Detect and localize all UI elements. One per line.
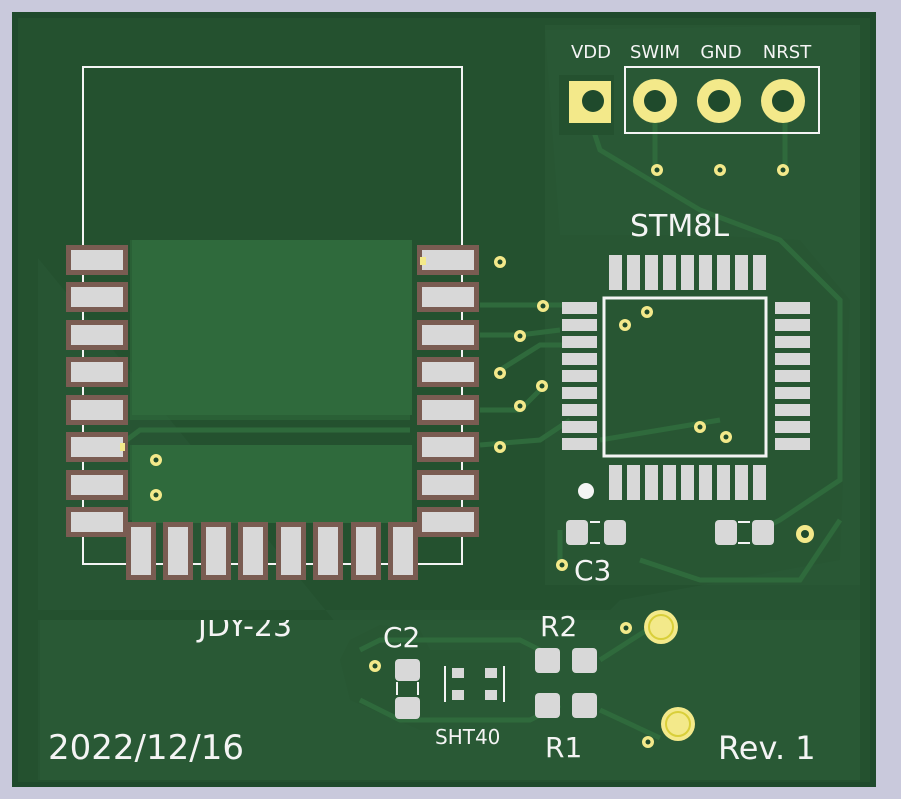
r2-label: R2 bbox=[540, 610, 577, 643]
r1-label: R1 bbox=[545, 731, 582, 764]
label-vdd: VDD bbox=[571, 42, 611, 63]
sht40-footprint bbox=[444, 666, 505, 702]
mcu-footprint bbox=[562, 255, 810, 500]
ble-module-label: JDY-23 bbox=[196, 609, 292, 644]
r2-footprint bbox=[535, 648, 597, 673]
cap-footprint bbox=[715, 520, 774, 545]
mcu-label: STM8L bbox=[630, 209, 729, 244]
swim-header bbox=[559, 66, 820, 135]
c3-footprint bbox=[566, 520, 626, 545]
c3-label: C3 bbox=[574, 554, 611, 587]
label-gnd: GND bbox=[700, 42, 741, 63]
vias bbox=[150, 164, 814, 748]
ble-module bbox=[66, 66, 479, 580]
label-nrst: NRST bbox=[763, 42, 812, 63]
date-label: 2022/12/16 bbox=[48, 728, 244, 768]
header-labels: VDD SWIM GND NRST bbox=[571, 42, 812, 63]
label-swim: SWIM bbox=[630, 42, 680, 63]
r1-footprint bbox=[535, 693, 597, 718]
c2-label: C2 bbox=[383, 621, 420, 654]
revision-label: Rev. 1 bbox=[718, 729, 816, 767]
sensor-label: SHT40 bbox=[435, 725, 500, 749]
c2-footprint bbox=[395, 659, 420, 719]
pin1-dot bbox=[578, 483, 594, 499]
